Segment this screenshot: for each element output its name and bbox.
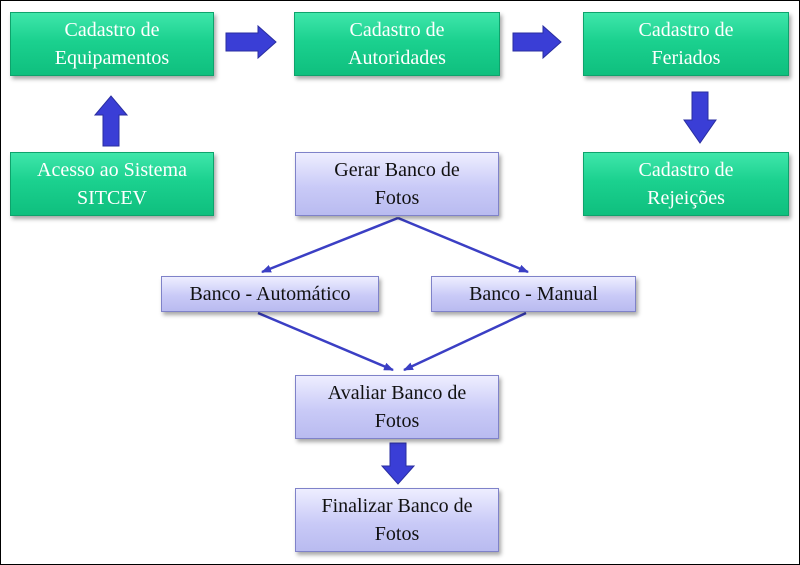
node-finalizar-banco: Finalizar Banco de Fotos <box>295 488 499 552</box>
node-cadastro-rejeicoes: Cadastro de Rejeições <box>583 152 789 216</box>
node-banco-manual: Banco - Manual <box>431 276 636 312</box>
block-arrow-acesso-to-equipamentos <box>93 95 129 147</box>
block-arrow-autoridades-to-feriados <box>512 24 562 60</box>
block-arrow-equip-to-autoridades <box>225 24 277 60</box>
node-cadastro-equipamentos: Cadastro de Equipamentos <box>10 12 214 76</box>
block-arrow-avaliar-to-finalizar <box>380 442 416 485</box>
line-arrow-automatico-to-avaliar <box>257 311 394 372</box>
node-cadastro-autoridades: Cadastro de Autoridades <box>294 12 500 76</box>
block-arrow-feriados-to-rejeicoes <box>683 91 717 144</box>
line-arrow-gerar-to-manual <box>397 216 529 274</box>
node-banco-automatico: Banco - Automático <box>161 276 379 312</box>
node-cadastro-feriados: Cadastro de Feriados <box>583 12 789 76</box>
node-avaliar-banco: Avaliar Banco de Fotos <box>295 375 499 439</box>
line-arrow-gerar-to-automatico <box>261 216 399 274</box>
node-acesso-sistema: Acesso ao Sistema SITCEV <box>10 152 214 216</box>
node-gerar-banco: Gerar Banco de Fotos <box>295 152 499 216</box>
line-arrow-manual-to-avaliar <box>403 311 527 372</box>
